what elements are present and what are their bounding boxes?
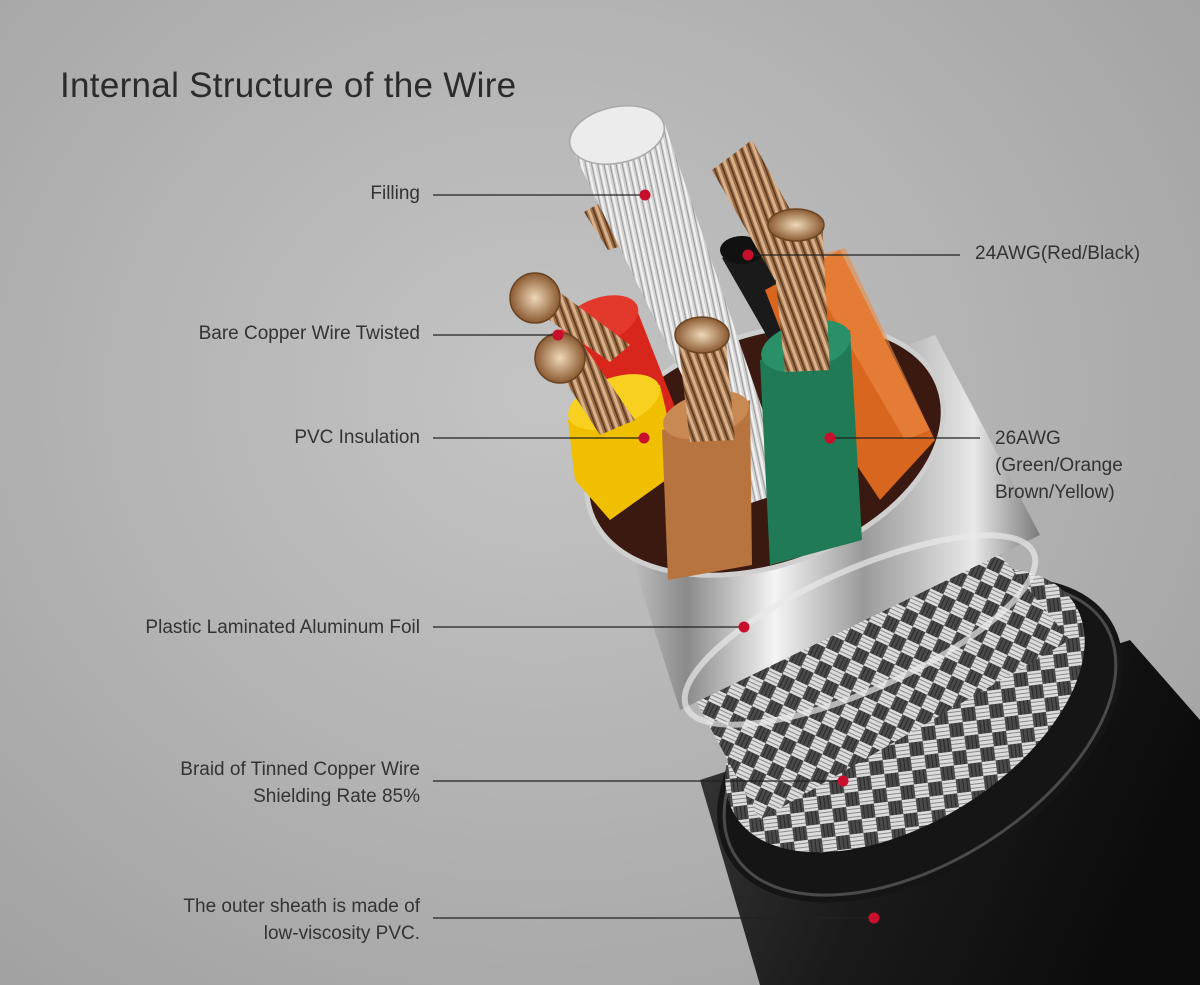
marker-pvc-insulation <box>638 432 650 444</box>
label-outer-sheath: The outer sheath is made of low-viscosit… <box>183 896 420 944</box>
copper-conductors <box>509 208 830 442</box>
marker-sheath <box>868 912 880 924</box>
leader-lines <box>433 194 980 919</box>
marker-dots <box>552 189 880 924</box>
marker-bare-copper <box>552 329 564 341</box>
label-bare-copper: Bare Copper Wire Twisted <box>198 323 420 344</box>
label-pvc-insulation: PVC Insulation <box>294 427 420 448</box>
label-24awg: 24AWG(Red/Black) <box>975 243 1141 264</box>
label-filling: Filling <box>370 183 420 204</box>
marker-aluminum-foil <box>738 621 750 633</box>
label-braid: Braid of Tinned Copper Wire Shielding Ra… <box>180 759 420 807</box>
label-aluminum-foil: Plastic Laminated Aluminum Foil <box>145 617 420 638</box>
marker-filling <box>639 189 651 201</box>
marker-24awg <box>742 249 754 261</box>
label-26awg: 26AWG (Green/Orange Brown/Yellow) <box>995 428 1123 503</box>
page-title: Internal Structure of the Wire <box>60 66 517 105</box>
marker-braid <box>837 775 849 787</box>
marker-26awg <box>824 432 836 444</box>
